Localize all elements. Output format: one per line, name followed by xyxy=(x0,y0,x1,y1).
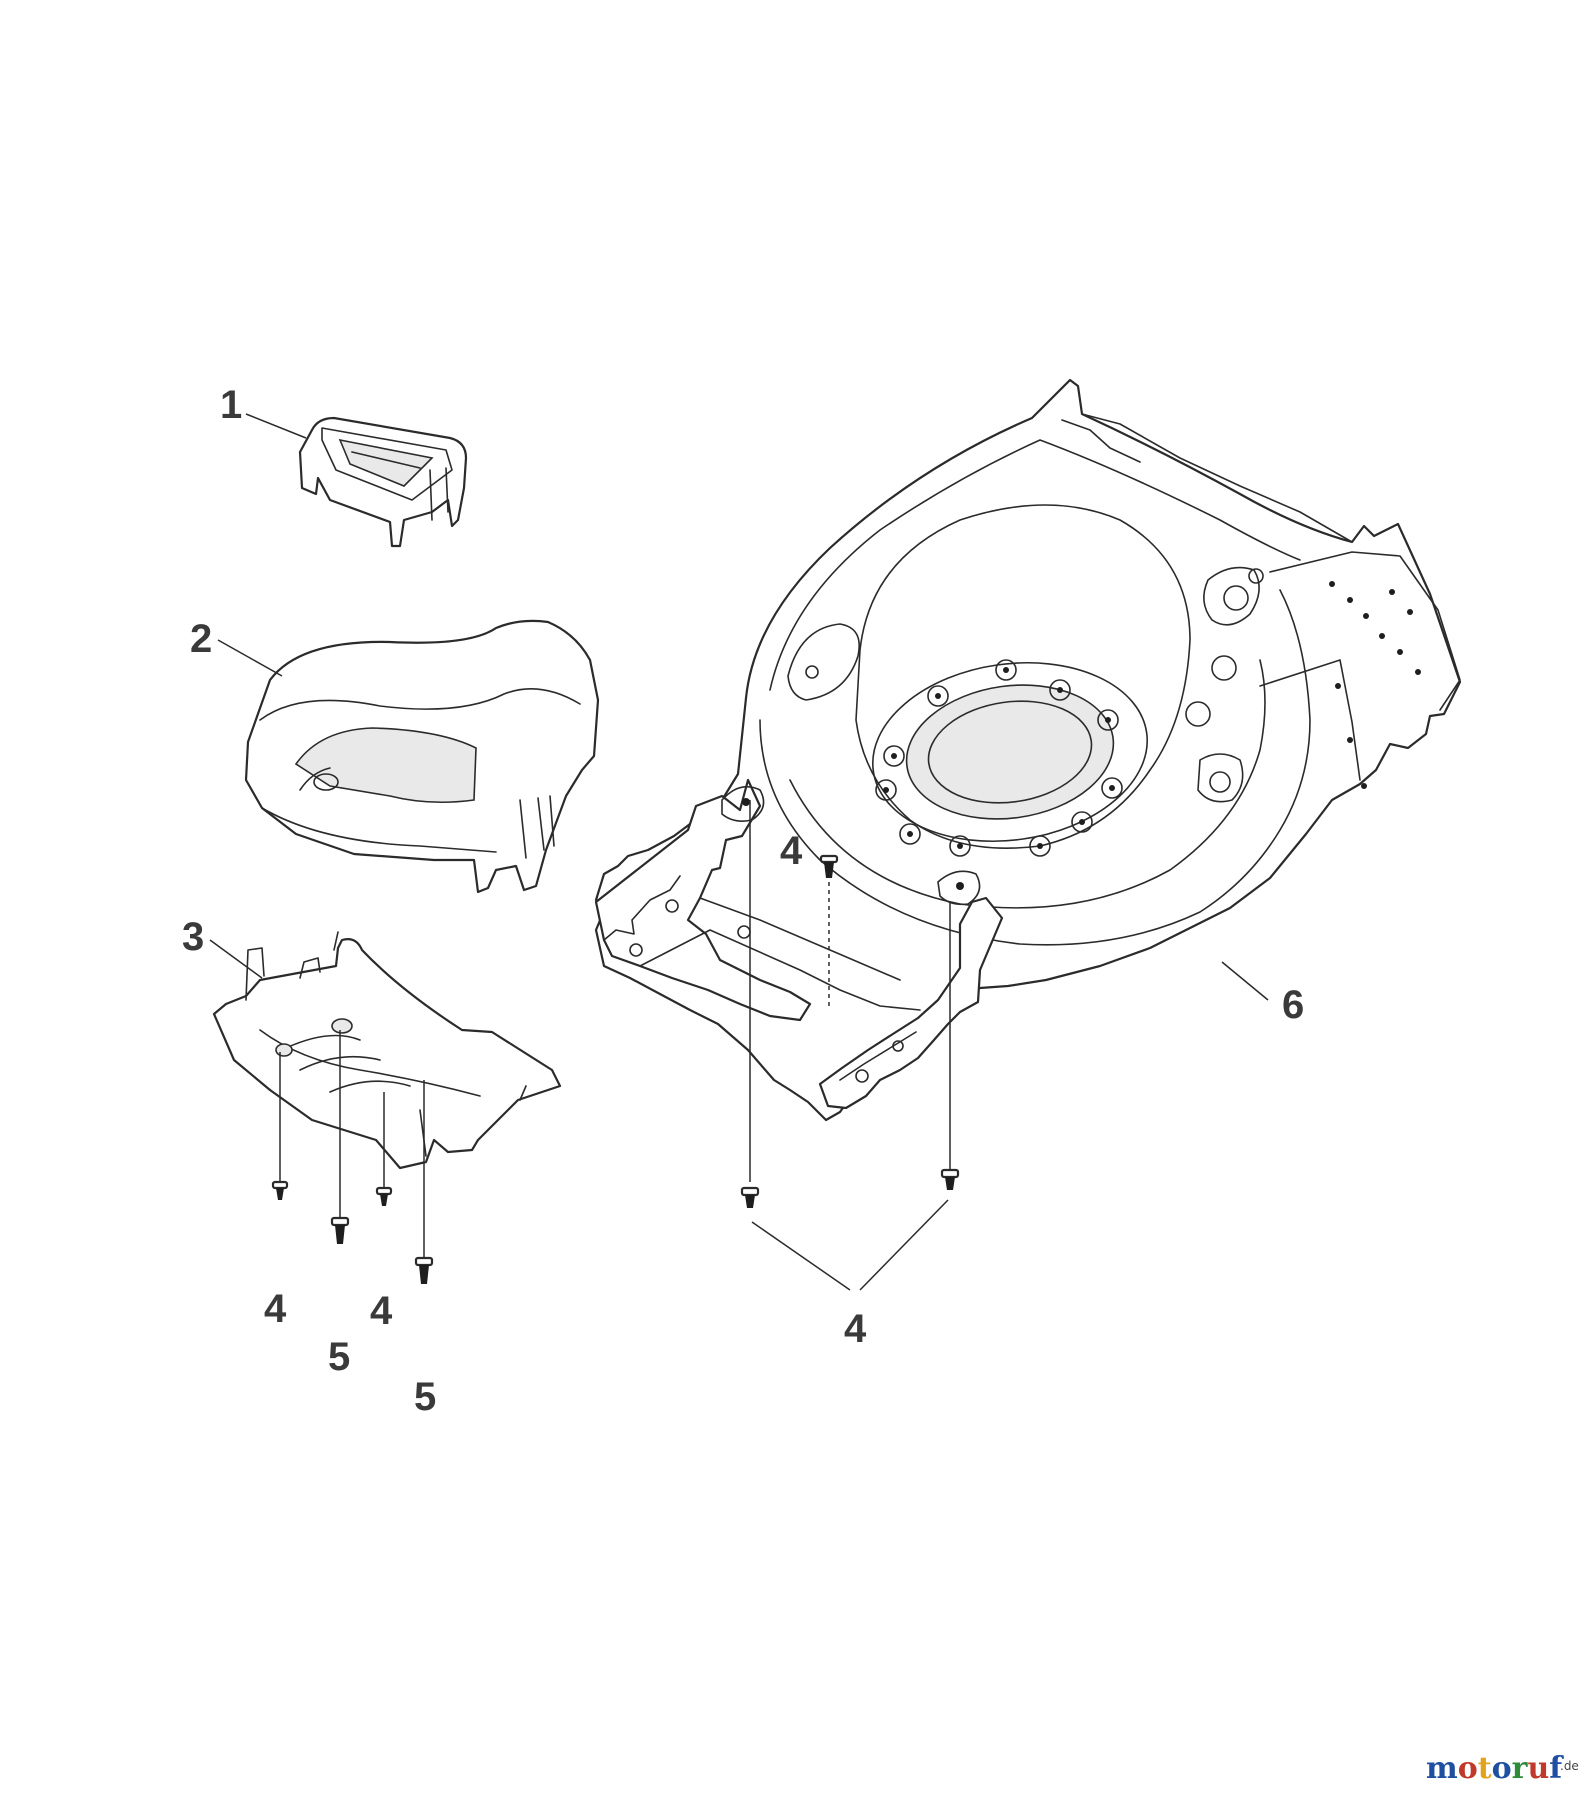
motoruf-logo-letter: f xyxy=(1549,1751,1564,1786)
part-6-mower-deck xyxy=(594,378,1462,1122)
motoruf-logo-letter: t xyxy=(1478,1751,1492,1786)
part-3-bottom-plate xyxy=(212,931,562,1170)
spindle-bolt-bosses xyxy=(875,659,1123,857)
motoruf-logo-letter: o xyxy=(1492,1751,1512,1786)
callout-4-plate-left: 4 xyxy=(264,1287,287,1331)
callout-6: 6 xyxy=(1282,983,1304,1027)
callout-leaders xyxy=(209,413,1269,1001)
deck-fasteners xyxy=(740,800,960,1291)
callout-5-plate-left: 5 xyxy=(328,1335,350,1379)
motoruf-logo-text: motoruf xyxy=(1426,1751,1564,1786)
motoruf-logo-letter: u xyxy=(1527,1751,1549,1786)
motoruf-logo-letter: m xyxy=(1426,1751,1458,1786)
part-2-cover xyxy=(244,619,600,894)
callout-5-plate-right: 5 xyxy=(414,1375,436,1419)
callout-4-deck-top: 4 xyxy=(780,829,803,873)
part-1-handle-cap xyxy=(298,416,468,548)
motoruf-logo-letter: r xyxy=(1512,1751,1529,1786)
callout-2: 2 xyxy=(190,617,212,661)
callout-1: 1 xyxy=(220,383,242,427)
motoruf-logo: motoruf .de xyxy=(1426,1751,1579,1786)
part-3-fasteners xyxy=(271,1030,434,1284)
motoruf-logo-suffix: .de xyxy=(1560,1759,1579,1773)
callout-4-plate-mid: 4 xyxy=(370,1289,393,1333)
motoruf-logo-letter: o xyxy=(1458,1751,1478,1786)
callout-3: 3 xyxy=(182,915,204,959)
rear-plate-holes xyxy=(1329,581,1421,789)
callout-4-deck-bottom: 4 xyxy=(844,1307,867,1351)
